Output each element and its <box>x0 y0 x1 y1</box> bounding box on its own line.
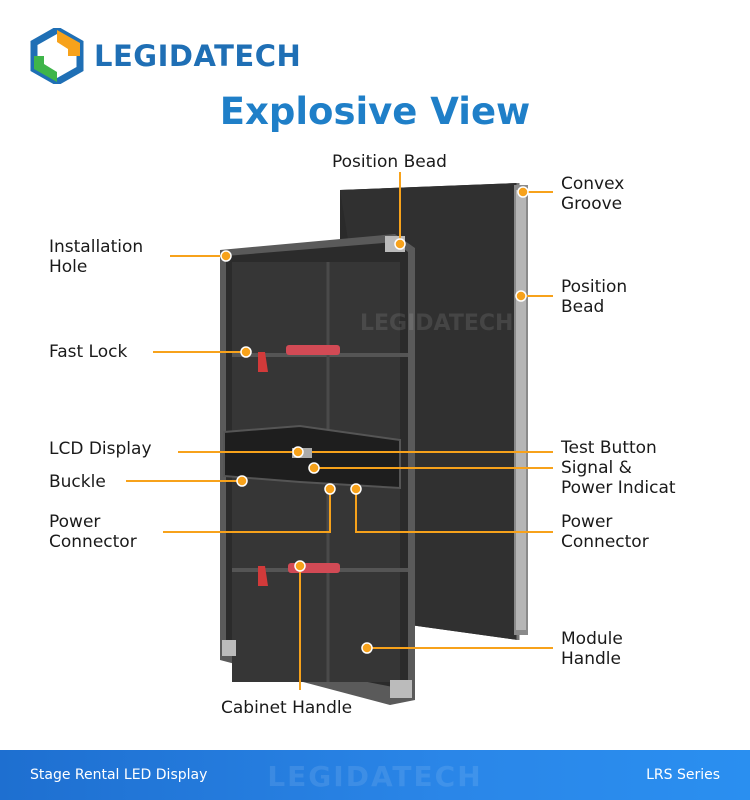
label-position-bead-top: Position Bead <box>332 152 447 172</box>
callout-dots <box>220 186 529 654</box>
footer-watermark: LEGIDATECH <box>267 760 483 793</box>
label-cabinet-handle: Cabinet Handle <box>221 698 353 718</box>
watermark-text: LEGIDATECH <box>360 311 513 336</box>
label-convex-groove: Convex Groove <box>561 174 625 214</box>
label-position-bead-right: Position Bead <box>561 277 628 317</box>
page-title: Explosive View <box>219 90 531 133</box>
led-cabinet-illustration: LEGIDATECH <box>126 172 553 705</box>
label-signal-power-indicator: Signal & Power Indicat <box>561 458 676 498</box>
leader-lines <box>126 172 553 690</box>
footer-bar: LEGIDATECH Stage Rental LED Display LRS … <box>0 750 750 800</box>
label-power-connector-left: Power Connector <box>49 512 137 552</box>
brand: LEGIDATECH <box>30 28 301 84</box>
label-module-handle: Module Handle <box>561 629 623 669</box>
label-installation-hole: Installation Hole <box>49 237 144 277</box>
footer-series: LRS Series <box>646 767 720 783</box>
brand-name: LEGIDATECH <box>94 39 302 73</box>
label-test-button: Test Button <box>561 438 657 458</box>
led-module-panel <box>340 183 528 640</box>
label-buckle: Buckle <box>49 472 106 492</box>
label-power-connector-right: Power Connector <box>561 512 649 552</box>
label-lcd-display: LCD Display <box>49 439 152 459</box>
footer-product-line: Stage Rental LED Display <box>30 767 208 783</box>
label-fast-lock: Fast Lock <box>49 342 128 362</box>
hexagon-logo-icon <box>30 28 84 84</box>
